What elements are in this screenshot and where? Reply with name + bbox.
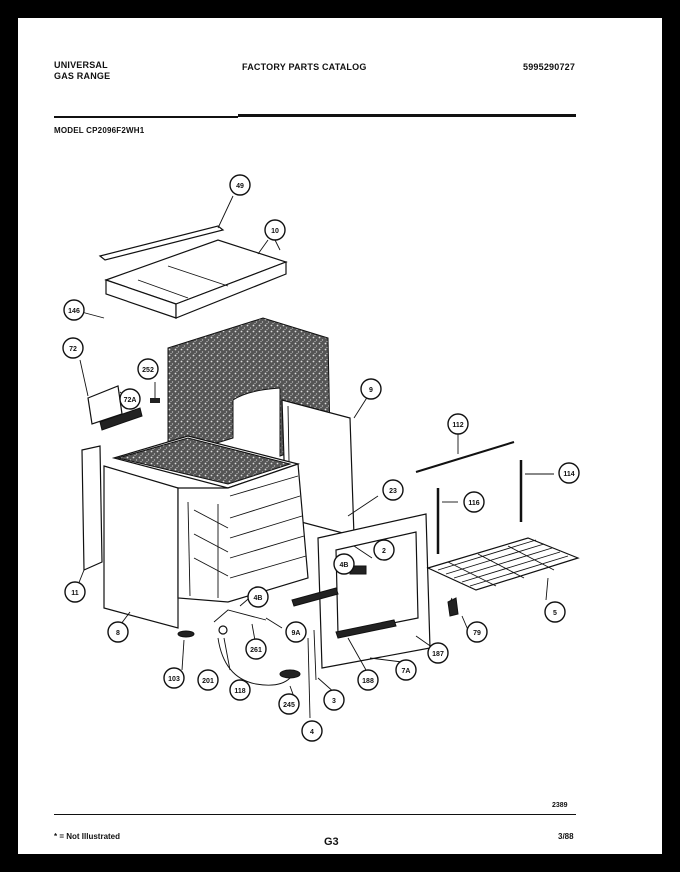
brand-line-1: UNIVERSAL (54, 60, 108, 70)
svg-text:252: 252 (142, 367, 154, 374)
callout-187: 187 (427, 642, 449, 664)
header-rule-right (238, 114, 576, 117)
callout-114: 114 (558, 462, 580, 484)
callout-9: 9 (360, 378, 382, 400)
svg-text:112: 112 (452, 422, 463, 429)
svg-text:9: 9 (369, 387, 373, 394)
svg-text:79: 79 (473, 630, 481, 637)
callout-23: 23 (382, 479, 404, 501)
control-bracket-part (79, 359, 143, 431)
page-number: G3 (324, 836, 339, 848)
callout-112: 112 (447, 413, 469, 435)
callout-3: 3 (323, 689, 345, 711)
catalog-number: 5995290727 (523, 62, 576, 72)
callout-118: 118 (229, 679, 251, 701)
svg-text:4B: 4B (254, 595, 263, 602)
screw-part (150, 382, 160, 403)
svg-text:188: 188 (362, 678, 374, 685)
callout-188: 188 (357, 669, 379, 691)
svg-text:3: 3 (332, 698, 336, 705)
callout-103: 103 (163, 667, 185, 689)
svg-text:114: 114 (563, 471, 574, 478)
callout-116: 116 (463, 491, 485, 513)
svg-text:7A: 7A (402, 668, 411, 675)
revision-date: 3/88 (558, 832, 574, 841)
svg-text:11: 11 (71, 590, 79, 597)
oven-body-part (103, 435, 309, 629)
left-side-panel-part (75, 445, 103, 591)
callout-49: 49 (229, 174, 251, 196)
svg-text:118: 118 (234, 688, 245, 695)
callout-9a: 9A (285, 621, 307, 643)
callout-7a: 7A (395, 659, 417, 681)
svg-text:261: 261 (250, 647, 262, 654)
model-number: MODEL CP2096F2WH1 (54, 126, 145, 135)
oven-door-frame-part (291, 513, 437, 671)
top-rail-part (98, 195, 234, 261)
catalog-title: FACTORY PARTS CATALOG (242, 62, 367, 72)
trim-strip-parts (415, 441, 554, 554)
oven-rack-part (426, 537, 580, 591)
svg-text:187: 187 (432, 651, 444, 658)
svg-text:4B: 4B (340, 562, 349, 569)
svg-text:8: 8 (116, 630, 120, 637)
svg-text:23: 23 (389, 488, 397, 495)
exploded-parts-diagram: 49 10 146 72 252 72A 11 8 9 112 114 116 … (62, 174, 580, 742)
catalog-page: UNIVERSAL GAS RANGE FACTORY PARTS CATALO… (18, 18, 662, 854)
svg-text:146: 146 (68, 308, 80, 315)
svg-text:245: 245 (283, 702, 295, 709)
callout-146: 146 (63, 299, 85, 321)
callout-72a: 72A (119, 388, 141, 410)
svg-text:10: 10 (271, 228, 279, 235)
callout-72: 72 (62, 337, 84, 359)
svg-text:49: 49 (236, 183, 244, 190)
svg-text:116: 116 (468, 500, 479, 507)
top-panel-part (104, 239, 288, 319)
callout-201: 201 (197, 669, 219, 691)
footer-rule (54, 814, 576, 815)
svg-text:201: 201 (202, 678, 214, 685)
callout-10: 10 (264, 219, 286, 241)
drawing-code: 2389 (552, 802, 568, 809)
callout-2: 2 (373, 539, 395, 561)
brand-line-2: GAS RANGE (54, 71, 111, 81)
svg-text:5: 5 (553, 610, 557, 617)
svg-text:2: 2 (382, 548, 386, 555)
callout-11: 11 (64, 581, 86, 603)
svg-text:72A: 72A (124, 397, 137, 404)
callout-4: 4 (301, 720, 323, 742)
callout-8: 8 (107, 621, 129, 643)
header-rule-left (54, 116, 238, 118)
svg-text:9A: 9A (292, 630, 301, 637)
callout-252: 252 (137, 358, 159, 380)
callout-4b-body: 4B (247, 586, 269, 608)
svg-text:103: 103 (168, 676, 180, 683)
svg-text:4: 4 (310, 729, 314, 736)
bottom-hardware-parts (177, 577, 549, 719)
callout-245: 245 (278, 693, 300, 715)
callout-79: 79 (466, 621, 488, 643)
callout-261: 261 (245, 638, 267, 660)
callout-5: 5 (544, 601, 566, 623)
callout-4b-door: 4B (333, 553, 355, 575)
svg-text:72: 72 (69, 346, 77, 353)
not-illustrated-note: * = Not Illustrated (54, 832, 121, 841)
